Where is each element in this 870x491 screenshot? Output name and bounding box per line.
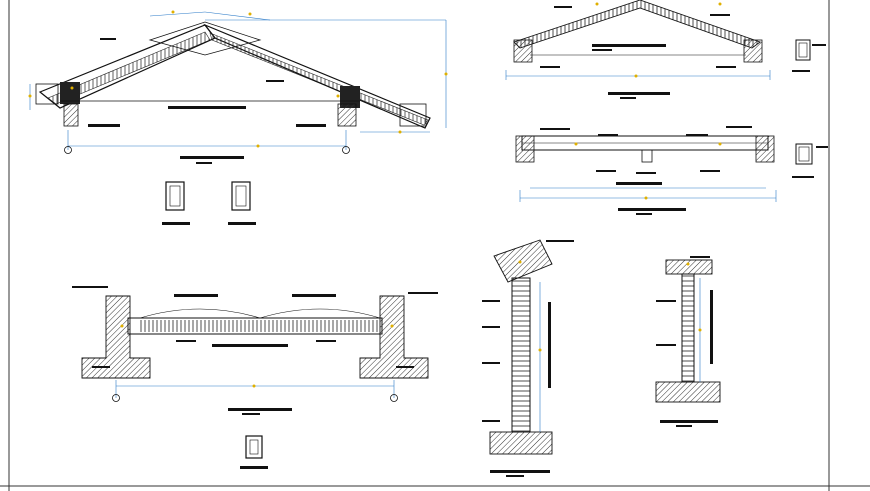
roof-truss-section-large xyxy=(28,10,448,164)
foundation-beam-section xyxy=(72,286,438,415)
column-section-short xyxy=(655,256,721,427)
rebar-detail-2 xyxy=(228,181,256,225)
rebar-detail-1 xyxy=(162,181,190,225)
roof-truss-section-small xyxy=(505,0,826,99)
column-section-tall xyxy=(482,239,574,477)
floor-beam-section-upper xyxy=(515,126,828,215)
rebar-detail-3 xyxy=(240,435,268,469)
